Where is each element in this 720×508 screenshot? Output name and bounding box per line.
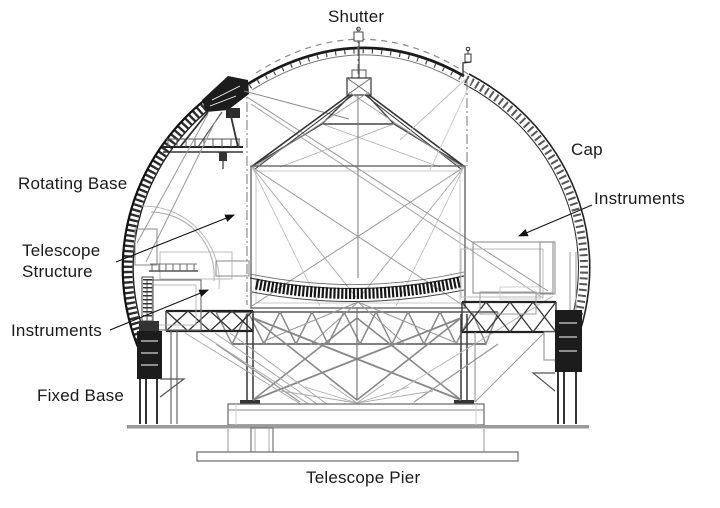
- label-fixed-base: Fixed Base: [37, 386, 125, 405]
- leader-lines: [109, 204, 593, 331]
- instruments-left-leader: [109, 289, 210, 331]
- label-telescope-pier: Telescope Pier: [306, 468, 421, 487]
- nasmyth-platform-right: [461, 300, 557, 403]
- dome-structure: [121, 38, 591, 370]
- instrument-boxes-left: [134, 228, 250, 331]
- primary-mirror: [249, 271, 465, 303]
- label-telescope-structure: Telescope Structure: [22, 241, 101, 281]
- label-shutter: Shutter: [328, 7, 385, 26]
- label-cap: Cap: [571, 140, 603, 159]
- dome-base-tower-right: [531, 252, 582, 424]
- label-rotating-base: Rotating Base: [18, 174, 128, 193]
- shutter-drive-assembly: [136, 76, 549, 299]
- instruments-right-leader: [517, 204, 593, 237]
- telescope-top-end: [250, 26, 466, 170]
- label-instruments-left: Instruments: [11, 321, 103, 340]
- dome-base-tower-left: [137, 276, 186, 424]
- telescope-structure-leader: [115, 214, 236, 263]
- label-instruments-right: Instruments: [594, 189, 686, 208]
- floor-and-pier: [127, 403, 589, 462]
- telescope-tube-structure: [250, 95, 466, 309]
